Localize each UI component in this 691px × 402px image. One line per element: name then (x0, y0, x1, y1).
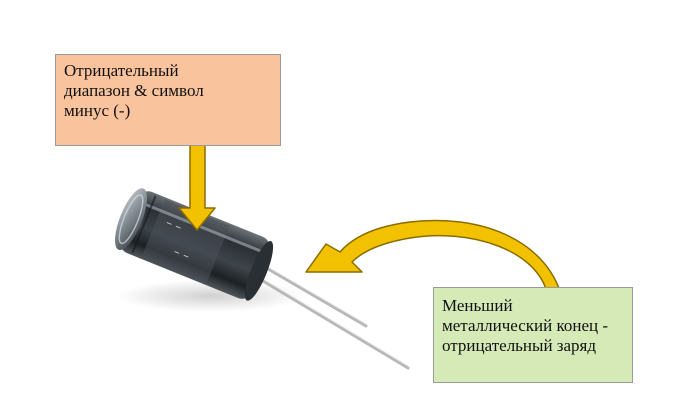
negative-band-line-1: Отрицательный (64, 61, 179, 80)
down-arrow-icon (178, 137, 216, 231)
shorter-lead-line-3: отрицательный заряд (442, 336, 597, 355)
long-lead-highlight (247, 269, 409, 367)
capacitor-top-cap (114, 188, 148, 251)
short-lead (254, 260, 368, 328)
negative-band-line-2: диапазон & символ (64, 81, 204, 100)
shorter-lead-label: Меньший металлический конец - отрицатель… (433, 287, 633, 383)
curved-arrow-icon (305, 219, 563, 298)
stripe-minus-mark: – – (172, 244, 192, 263)
negative-band-label: Отрицательный диапазон & символ минус (-… (55, 54, 281, 146)
stripe-minus-mark: – – (164, 215, 184, 234)
body-groove (131, 195, 157, 254)
capacitor-top-rim (118, 194, 144, 245)
negative-stripe (141, 199, 230, 284)
body-highlight (141, 201, 262, 253)
shorter-lead-line-1: Меньший (442, 296, 513, 315)
long-lead (246, 270, 410, 370)
capacitor-illustration: – – – – (114, 188, 274, 301)
negative-band-line-3: минус (-) (64, 101, 131, 120)
shorter-lead-line-2: металлический конец - (442, 316, 609, 335)
short-lead-highlight (255, 259, 367, 325)
capacitor-bottom-end (244, 241, 274, 301)
